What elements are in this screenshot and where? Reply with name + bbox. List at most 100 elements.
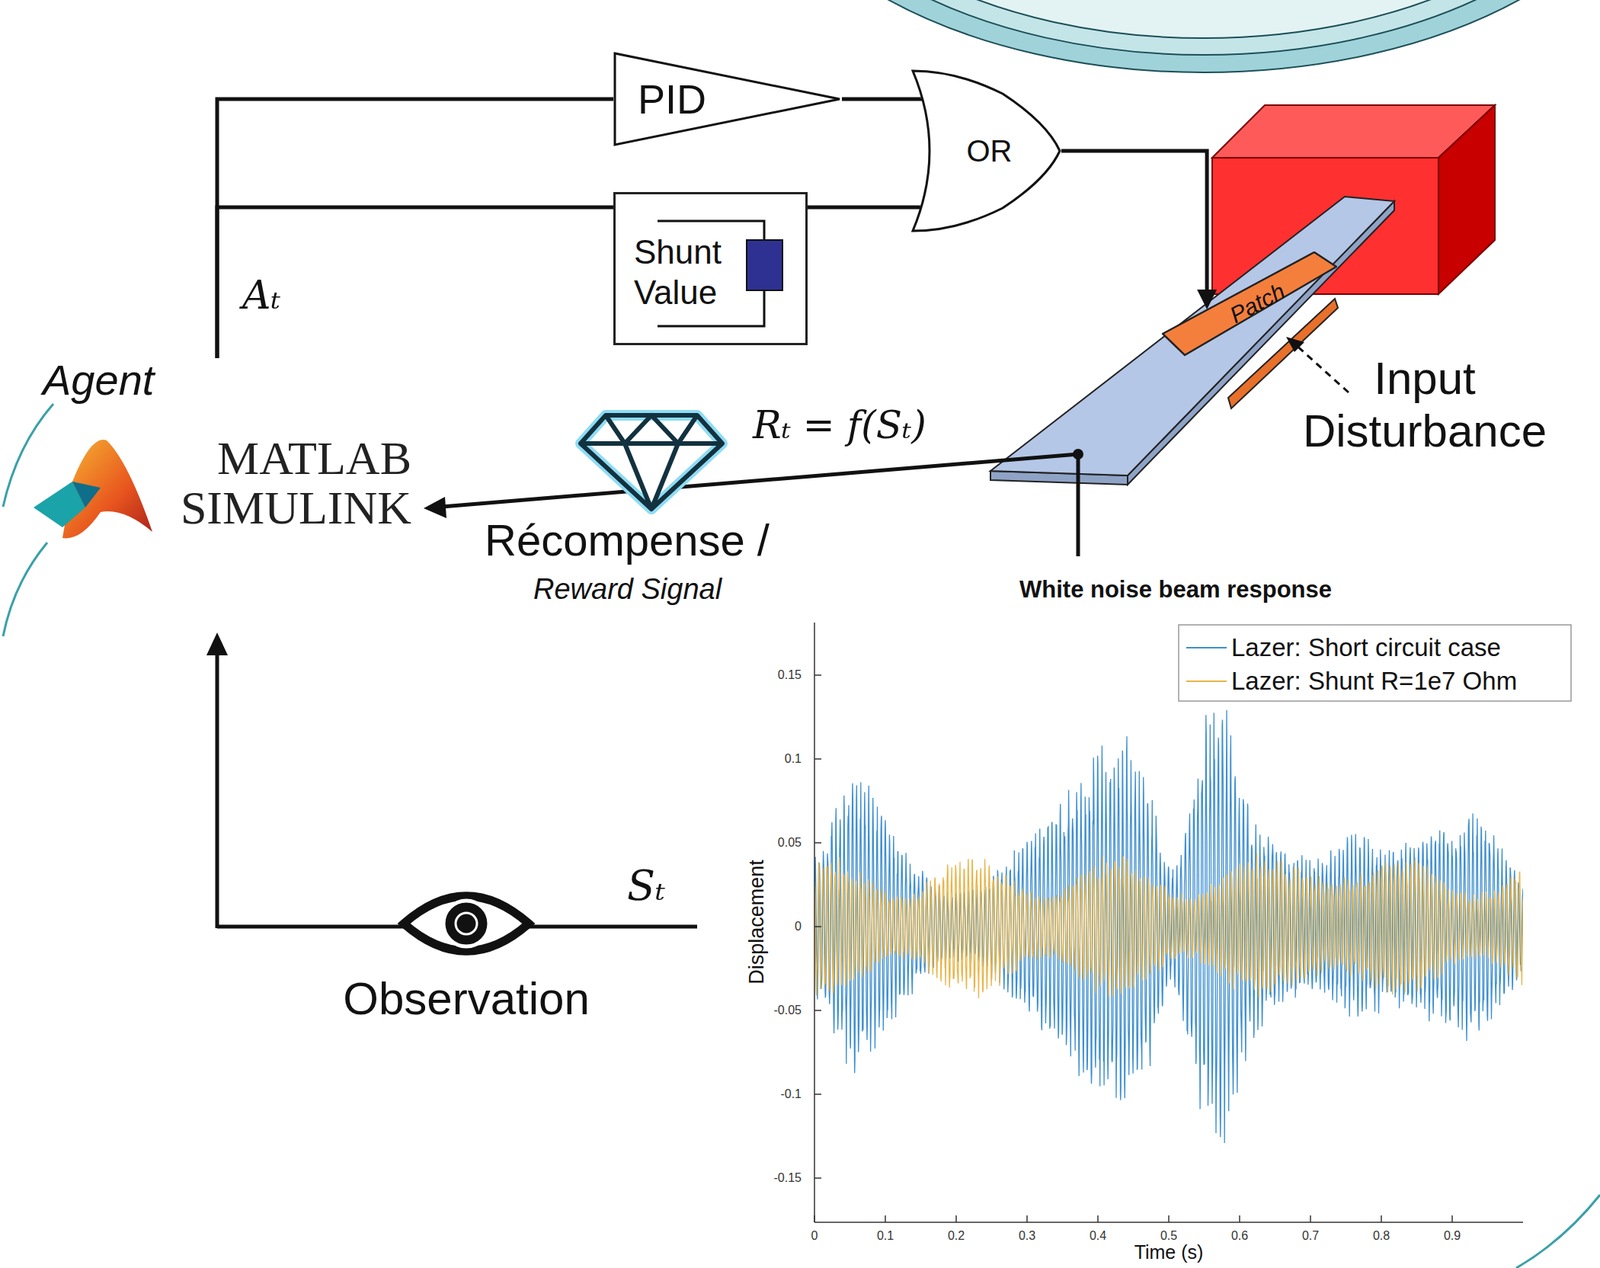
sensor-dot <box>1072 448 1084 460</box>
tick-mark <box>1238 1215 1241 1223</box>
deco-ring <box>796 0 1600 39</box>
label-holder: Rₜ = f(Sₜ) <box>752 403 927 448</box>
label-holder: 0.15 <box>710 667 802 683</box>
chart-title: White noise beam response <box>977 576 1374 604</box>
label-holder: Reward Signal <box>533 572 722 607</box>
label-holder: 0 <box>784 1228 845 1244</box>
tick-label: 0.1 <box>854 1228 916 1244</box>
state-symbol: Sₜ <box>627 862 666 910</box>
label-holder: -0.1 <box>710 1086 802 1102</box>
shunt-label: Shunt Value <box>633 232 749 314</box>
pid-triangle: PID <box>613 51 842 147</box>
label-holder: Récompense / <box>484 515 770 567</box>
shunt-box: Shunt Value <box>613 192 808 346</box>
tick-mark <box>884 1215 887 1223</box>
software-logo-text: MATLAB SIMULINK <box>152 433 412 533</box>
reward-label-fr: Récompense / <box>484 515 770 567</box>
tick-label: 0.1 <box>710 751 802 767</box>
diamond-icon <box>580 415 723 509</box>
tick-label: 0.4 <box>1067 1228 1129 1244</box>
label-holder: Input Disturbance <box>1264 352 1585 458</box>
shaker-side <box>1438 105 1495 295</box>
signal-trace <box>814 853 1524 999</box>
label-holder: 0.6 <box>1209 1228 1271 1244</box>
deco-arc <box>1516 1194 1600 1268</box>
tick-label: 0.2 <box>925 1228 987 1244</box>
matlab-logo <box>30 434 157 549</box>
legend-holder: Lazer: Short circuit case <box>1231 633 1501 662</box>
reward-line <box>441 454 1079 507</box>
tick-mark <box>1309 1215 1312 1223</box>
connector <box>807 207 921 208</box>
arrow-head <box>206 632 228 656</box>
tick-mark <box>1026 1215 1028 1223</box>
label-holder: 0.1 <box>854 1228 916 1244</box>
tick-label: 0 <box>784 1228 845 1244</box>
axis-title: Time (s) <box>1054 1241 1284 1264</box>
label-holder: 0.4 <box>1067 1228 1129 1244</box>
legend-sample <box>1186 680 1227 682</box>
sensor-wire <box>1076 454 1081 557</box>
reward-formula: Rₜ = f(Sₜ) <box>752 403 927 448</box>
tick-mark <box>814 925 822 928</box>
controller-label: PID <box>637 51 707 147</box>
label-holder: 0.1 <box>710 751 802 767</box>
tick-label: -0.05 <box>710 1002 802 1018</box>
agent-label: Agent <box>42 358 424 404</box>
y-axis <box>813 622 816 1223</box>
action-symbol: Aₜ <box>242 272 281 319</box>
legend-sample <box>1186 646 1227 649</box>
legend-text: Lazer: Short circuit case <box>1231 633 1501 662</box>
label-holder: 0 <box>710 918 802 935</box>
chart <box>814 622 1524 1223</box>
tick-mark <box>814 1093 822 1095</box>
tick-mark <box>814 841 822 844</box>
tick-mark <box>814 1177 822 1179</box>
tick-label: 0.15 <box>710 667 802 683</box>
label-holder: White noise beam response <box>977 576 1374 604</box>
disturbance-label: Input Disturbance <box>1264 352 1585 458</box>
label-holder: Time (s) <box>1054 1241 1284 1264</box>
label-holder: -0.05 <box>710 1002 802 1018</box>
patch: Patch <box>1161 251 1338 359</box>
eye-icon <box>403 896 529 951</box>
label-holder: 0.2 <box>925 1228 987 1244</box>
label-holder: 0.9 <box>1421 1228 1483 1244</box>
arrow-head <box>1286 336 1305 352</box>
label-holder: 0.3 <box>996 1228 1058 1244</box>
tick-label: 0.9 <box>1421 1228 1483 1244</box>
tick-label: 0.8 <box>1350 1228 1412 1244</box>
label-holder: 0.8 <box>1350 1228 1412 1244</box>
tick-label: 0.6 <box>1209 1228 1271 1244</box>
connector <box>1061 150 1217 310</box>
observation-label: Observation <box>306 972 627 1025</box>
label-holder: 0.7 <box>1280 1228 1341 1244</box>
tick-mark <box>955 1215 957 1223</box>
label-holder: Sₜ <box>627 862 666 910</box>
deco-ring <box>773 0 1600 55</box>
tick-mark <box>1168 1215 1170 1223</box>
signal-trace <box>814 710 1524 1143</box>
tick-label: 0.7 <box>1280 1228 1341 1244</box>
or-gate: OR <box>911 69 1062 233</box>
tick-mark <box>814 758 822 760</box>
axis-title: Displacement <box>745 859 769 985</box>
legend-holder: Lazer: Shunt R=1e7 Ohm <box>1231 667 1517 695</box>
agent-block: AgentMATLAB SIMULINK <box>30 358 412 564</box>
observation-line <box>215 652 220 928</box>
connector <box>841 98 922 100</box>
deco-arc <box>3 403 54 637</box>
arrow-head <box>423 496 447 519</box>
tick-label: -0.15 <box>710 1170 802 1186</box>
label-holder: Aₜ <box>242 272 281 319</box>
label-holder: -0.15 <box>710 1170 802 1186</box>
connector <box>217 99 614 359</box>
deco-ring <box>746 0 1600 73</box>
label-holder: 0.05 <box>710 835 802 851</box>
tick-mark <box>813 1215 816 1223</box>
tick-mark <box>1451 1215 1453 1223</box>
disturbance-arrow <box>1295 344 1349 393</box>
label-holder: Observation <box>306 972 627 1025</box>
tick-mark <box>814 674 822 676</box>
